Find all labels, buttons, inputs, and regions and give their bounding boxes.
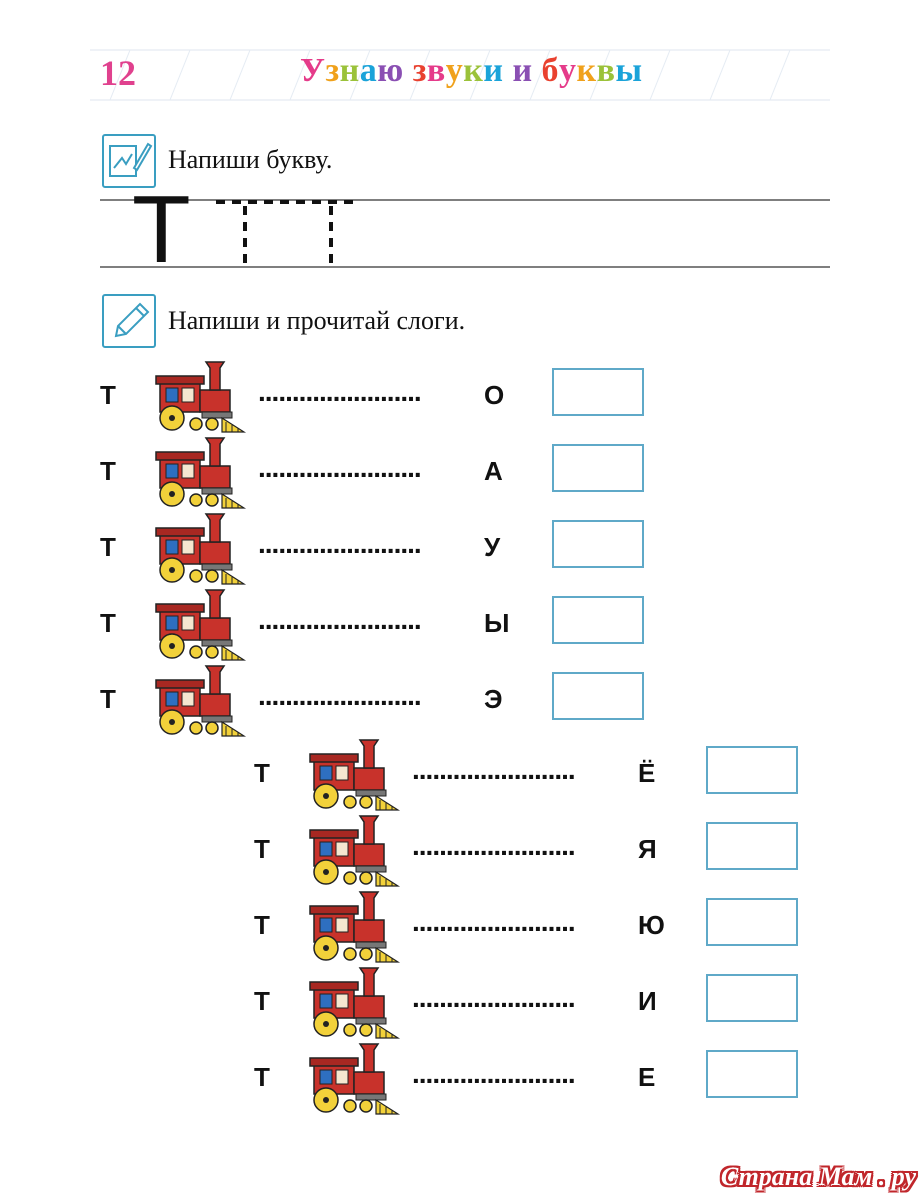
answer-box[interactable]: [706, 822, 798, 870]
consonant-letter: Т: [254, 758, 270, 788]
vowel-letter: Э: [484, 684, 503, 714]
answer-box[interactable]: [706, 746, 798, 794]
syllable-row: Т ........................ Е: [254, 1043, 814, 1124]
consonant-letter: Т: [100, 684, 116, 714]
consonant-letter: Т: [254, 986, 270, 1016]
syllable-row: Т ........................ А: [100, 437, 660, 518]
header-guide-lines: [90, 49, 830, 101]
answer-box[interactable]: [552, 368, 644, 416]
train-icon: [306, 890, 402, 970]
sample-letter: Т: [132, 176, 191, 283]
train-icon: [306, 1042, 402, 1122]
vowel-letter: У: [484, 532, 501, 562]
vowel-letter: Ю: [638, 910, 665, 940]
dotted-line: ........................: [412, 982, 576, 1013]
answer-box[interactable]: [706, 974, 798, 1022]
train-icon: [306, 738, 402, 818]
dotted-line: ........................: [412, 906, 576, 937]
answer-box[interactable]: [552, 520, 644, 568]
consonant-letter: Т: [254, 1062, 270, 1092]
consonant-letter: Т: [100, 456, 116, 486]
dotted-line: ........................: [258, 680, 422, 711]
train-icon: [306, 814, 402, 894]
dotted-line: ........................: [258, 376, 422, 407]
train-icon: [152, 436, 248, 516]
syllable-row: Т ........................ Я: [254, 815, 814, 896]
watermark: Страна Мам . ру: [720, 1162, 916, 1191]
syllable-row: Т ........................ Ё: [254, 739, 814, 820]
consonant-letter: Т: [100, 608, 116, 638]
vowel-letter: А: [484, 456, 503, 486]
dotted-line: ........................: [412, 830, 576, 861]
answer-box[interactable]: [706, 898, 798, 946]
dotted-line: ........................: [258, 528, 422, 559]
train-icon: [152, 360, 248, 440]
vowel-letter: И: [638, 986, 657, 1016]
page-number: 12: [100, 53, 136, 93]
consonant-letter: Т: [254, 910, 270, 940]
pencil-icon: [102, 294, 156, 348]
task1-instruction: Напиши букву.: [168, 145, 333, 174]
vowel-letter: Ы: [484, 608, 510, 638]
vowel-letter: О: [484, 380, 505, 410]
dotted-line: ........................: [412, 1058, 576, 1089]
vowel-letter: Я: [638, 834, 657, 864]
task2-instruction: Напиши и прочитай слоги.: [168, 306, 466, 335]
syllable-row: Т ........................ Ы: [100, 589, 660, 670]
answer-box[interactable]: [706, 1050, 798, 1098]
vowel-letter: Ё: [638, 758, 656, 788]
vowel-letter: Е: [638, 1062, 656, 1092]
answer-box[interactable]: [552, 596, 644, 644]
book-title: Узнаю звуки и буквы: [300, 52, 643, 89]
consonant-letter: Т: [254, 834, 270, 864]
consonant-letter: Т: [100, 380, 116, 410]
train-icon: [306, 966, 402, 1046]
consonant-letter: Т: [100, 532, 116, 562]
syllable-row: Т ........................ Ю: [254, 891, 814, 972]
dotted-line: ........................: [258, 452, 422, 483]
letter-writing-area: Т: [0, 180, 922, 280]
syllable-row: Т ........................ И: [254, 967, 814, 1048]
answer-box[interactable]: [552, 672, 644, 720]
syllable-row: Т ........................ Э: [100, 665, 660, 746]
pen-paper-icon: [102, 134, 156, 188]
dotted-line: ........................: [258, 604, 422, 635]
syllable-row: Т ........................ У: [100, 513, 660, 594]
train-icon: [152, 664, 248, 744]
train-icon: [152, 588, 248, 668]
syllable-row: Т ........................ О: [100, 361, 660, 442]
answer-box[interactable]: [552, 444, 644, 492]
dotted-line: ........................: [412, 754, 576, 785]
train-icon: [152, 512, 248, 592]
